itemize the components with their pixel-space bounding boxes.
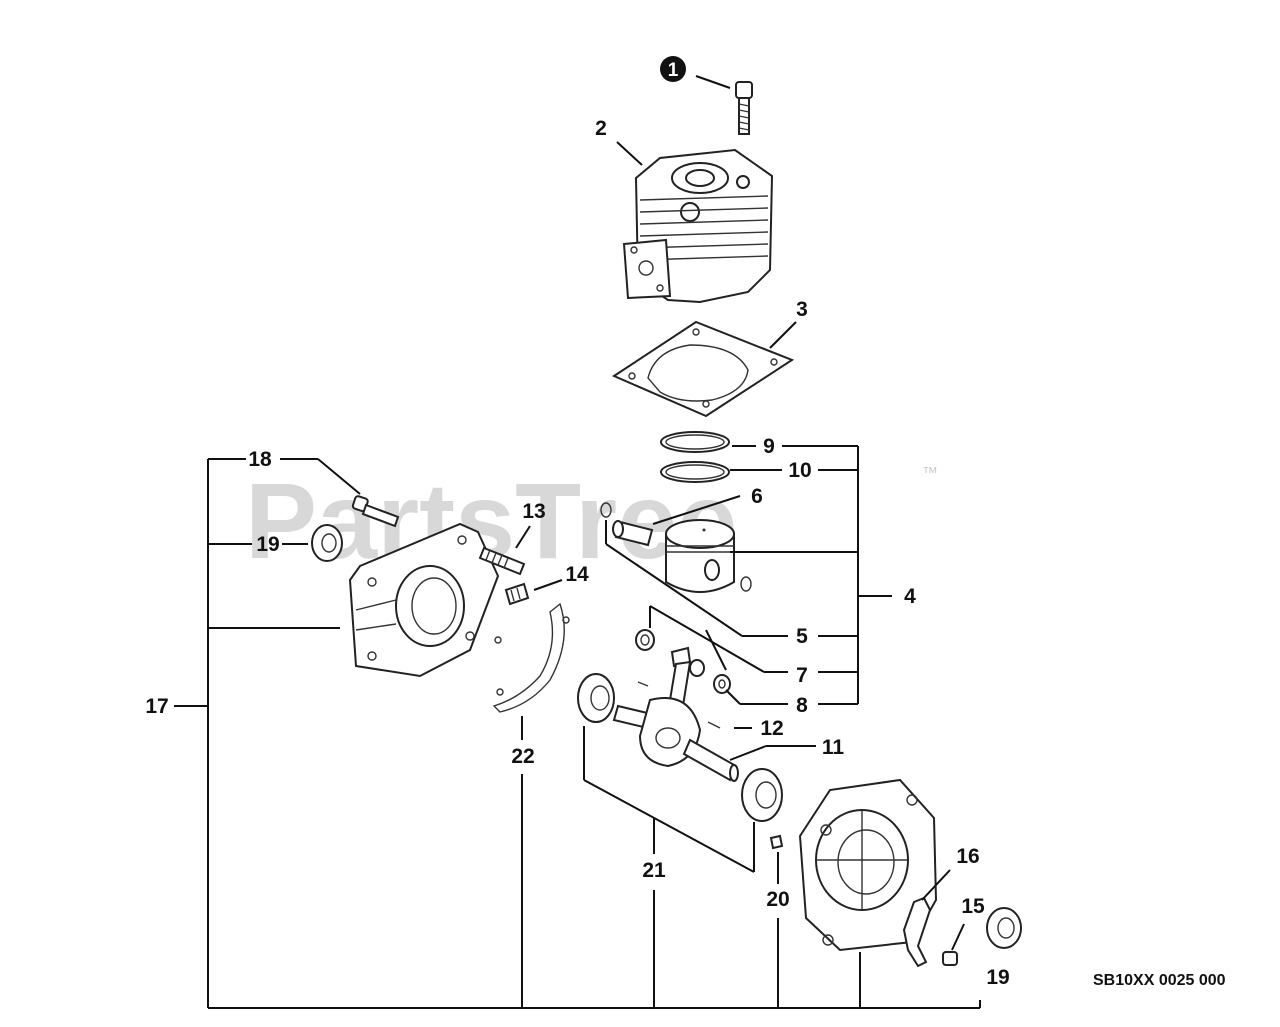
leader-3 bbox=[769, 321, 797, 349]
bolt-part bbox=[735, 81, 753, 135]
callout-9[interactable]: 9 bbox=[763, 435, 775, 458]
leader-1 bbox=[695, 75, 731, 89]
oil-seal-left-part bbox=[311, 524, 343, 562]
callout-1-marker bbox=[660, 56, 686, 82]
callout-8[interactable]: 8 bbox=[796, 694, 808, 717]
cylinder-part bbox=[622, 148, 774, 304]
diagram-code: SB10XX 0025 000 bbox=[1093, 972, 1226, 989]
cylinder-gasket-part bbox=[611, 320, 795, 418]
stud-part bbox=[478, 546, 526, 576]
trademark-symbol: ™ bbox=[922, 465, 938, 482]
callout-11[interactable]: 11 bbox=[822, 736, 845, 759]
callout-21[interactable]: 21 bbox=[642, 859, 666, 882]
retainer-clip-part bbox=[902, 896, 932, 968]
callout-16[interactable]: 16 bbox=[956, 845, 979, 868]
piston-pin-part bbox=[612, 520, 654, 547]
callout-15[interactable]: 15 bbox=[961, 895, 985, 918]
crank-bearing-left-part bbox=[577, 673, 615, 723]
callout-18[interactable]: 18 bbox=[248, 448, 272, 471]
woodruff-key-part bbox=[637, 681, 721, 729]
leader-2 bbox=[616, 141, 643, 166]
callout-2[interactable]: 2 bbox=[595, 117, 607, 140]
crankcase-bolt-part bbox=[351, 495, 400, 528]
callout-22[interactable]: 22 bbox=[511, 745, 534, 768]
callout-3[interactable]: 3 bbox=[796, 298, 808, 321]
callout-14[interactable]: 14 bbox=[565, 563, 589, 586]
piston-rings-part bbox=[660, 431, 730, 483]
dowel-pin-part bbox=[504, 582, 530, 606]
oil-seal-right-part bbox=[986, 907, 1022, 949]
callout-5[interactable]: 5 bbox=[796, 625, 808, 648]
crankcase-left-part bbox=[348, 522, 500, 678]
callout-17[interactable]: 17 bbox=[145, 695, 168, 718]
crankcase-right-part bbox=[798, 778, 938, 952]
needle-bearing-part bbox=[635, 629, 731, 694]
callout-19-left[interactable]: 19 bbox=[256, 533, 279, 556]
callout-19-right[interactable]: 19 bbox=[986, 966, 1009, 989]
callout-6[interactable]: 6 bbox=[751, 485, 763, 508]
callout-12[interactable]: 12 bbox=[760, 717, 783, 740]
crankcase-gasket-part bbox=[492, 602, 570, 713]
piston-part bbox=[665, 519, 735, 593]
callout-20[interactable]: 20 bbox=[766, 888, 789, 911]
piston-circlip-part bbox=[600, 502, 752, 592]
callout-1[interactable]: 1 bbox=[668, 60, 679, 81]
callout-13[interactable]: 13 bbox=[522, 500, 545, 523]
callout-7[interactable]: 7 bbox=[796, 664, 808, 687]
callout-4[interactable]: 4 bbox=[904, 585, 916, 608]
screw-part bbox=[942, 951, 958, 966]
callout-10[interactable]: 10 bbox=[788, 459, 811, 482]
leader-lines bbox=[174, 445, 981, 1009]
dowel-pin-right-part bbox=[769, 834, 784, 850]
crankshaft-part bbox=[612, 646, 739, 782]
crank-bearing-right-part bbox=[741, 768, 783, 822]
